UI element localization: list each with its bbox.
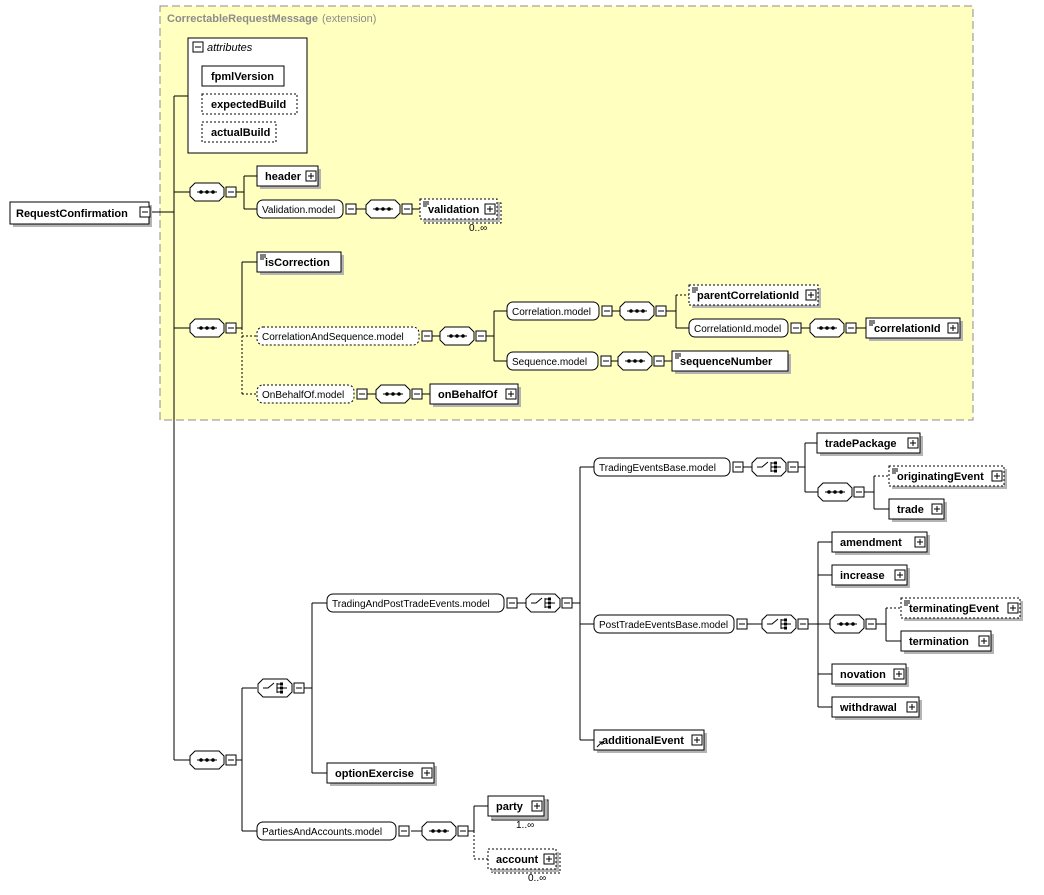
element-validation-label: validation bbox=[428, 204, 480, 216]
attr-fpmlVersion[interactable] bbox=[201, 65, 285, 87]
group-validation-model[interactable] bbox=[256, 199, 344, 219]
element-on-behalf-of-label: onBehalfOf bbox=[438, 389, 498, 401]
attr-expectedBuild-label: expectedBuild bbox=[211, 99, 286, 111]
element-sequence-number[interactable] bbox=[671, 350, 789, 372]
choice-trading-events[interactable] bbox=[751, 457, 787, 477]
element-additional-event[interactable] bbox=[593, 729, 705, 751]
group-parties-and-accounts-model[interactable] bbox=[256, 821, 397, 841]
group-post-trade-events-base-model-label: PostTradeEventsBase.model bbox=[599, 620, 728, 631]
root-element-label: RequestConfirmation bbox=[16, 208, 128, 220]
attr-fpmlVersion-label: fpmlVersion bbox=[211, 71, 274, 83]
element-validation[interactable] bbox=[419, 198, 498, 220]
element-party-occurrence: 1..∞ bbox=[516, 820, 534, 831]
element-novation[interactable] bbox=[831, 663, 907, 685]
group-correlation-id-model-label: CorrelationId.model bbox=[694, 324, 781, 335]
group-post-trade-events-base-model[interactable] bbox=[593, 614, 735, 634]
element-header-label: header bbox=[265, 171, 302, 183]
choice-post-trade-events[interactable] bbox=[761, 614, 797, 634]
group-trading-events-base-model-label: TradingEventsBase.model bbox=[599, 463, 716, 474]
attr-actualBuild[interactable] bbox=[201, 121, 277, 143]
element-on-behalf-of[interactable] bbox=[429, 383, 519, 405]
group-correlation-and-sequence-model-label: CorrelationAndSequence.model bbox=[262, 332, 404, 343]
element-terminating-event-label: terminatingEvent bbox=[909, 603, 999, 615]
element-parent-correlation-id-label: parentCorrelationId bbox=[697, 290, 799, 302]
element-withdrawal[interactable] bbox=[831, 696, 920, 718]
group-trading-and-post-trade-events-model-label: TradingAndPostTradeEvents.model bbox=[332, 599, 490, 610]
group-correlation-model[interactable] bbox=[506, 301, 600, 321]
group-correlation-id-model[interactable] bbox=[688, 318, 789, 338]
element-terminating-event[interactable] bbox=[900, 597, 1021, 619]
element-originating-event-label: originatingEvent bbox=[897, 471, 984, 483]
group-correlation-and-sequence-model[interactable] bbox=[256, 326, 420, 346]
element-account-occurrence: 0..∞ bbox=[528, 873, 546, 884]
group-on-behalf-of-model[interactable] bbox=[256, 384, 355, 404]
element-amendment[interactable] bbox=[831, 531, 928, 553]
element-increase[interactable] bbox=[831, 564, 908, 586]
element-termination[interactable] bbox=[900, 630, 992, 652]
element-is-correction-label: isCorrection bbox=[265, 257, 330, 269]
attr-expectedBuild[interactable] bbox=[201, 93, 298, 115]
element-increase-label: increase bbox=[840, 570, 885, 582]
element-header[interactable] bbox=[256, 165, 319, 187]
element-correlation-id[interactable] bbox=[865, 317, 961, 339]
element-option-exercise[interactable] bbox=[326, 762, 435, 784]
element-additional-event-reference-icon bbox=[596, 741, 603, 748]
element-additional-event-label: additionalEvent bbox=[602, 735, 684, 747]
element-amendment-label: amendment bbox=[840, 537, 902, 549]
element-trade-package[interactable] bbox=[816, 432, 921, 454]
element-novation-label: novation bbox=[840, 669, 886, 681]
element-is-correction[interactable] bbox=[256, 251, 342, 273]
element-withdrawal-label: withdrawal bbox=[839, 702, 897, 714]
element-correlation-id-label: correlationId bbox=[874, 323, 941, 335]
element-option-exercise-label: optionExercise bbox=[335, 768, 414, 780]
element-trade-label: trade bbox=[897, 504, 924, 516]
element-account[interactable] bbox=[487, 848, 557, 870]
group-on-behalf-of-model-label: OnBehalfOf.model bbox=[262, 390, 344, 401]
element-parent-correlation-id[interactable] bbox=[688, 284, 819, 306]
element-account-label: account bbox=[496, 854, 539, 866]
group-parties-and-accounts-model-label: PartiesAndAccounts.model bbox=[262, 827, 382, 838]
choice-events[interactable] bbox=[257, 678, 293, 698]
diagram-nodes: RequestConfirmation headerValidation.mode… bbox=[9, 165, 1023, 884]
group-trading-and-post-trade-events-model[interactable] bbox=[326, 593, 505, 613]
element-party-label: party bbox=[496, 801, 524, 813]
element-termination-label: termination bbox=[909, 636, 969, 648]
element-validation-occurrence: 0..∞ bbox=[469, 223, 487, 234]
extension-title: CorrectableRequestMessage(extension) bbox=[167, 13, 376, 25]
element-party[interactable] bbox=[487, 795, 545, 817]
group-validation-model-label: Validation.model bbox=[262, 205, 335, 216]
attributes-header: attributes bbox=[207, 42, 253, 54]
group-trading-events-base-model[interactable] bbox=[593, 457, 731, 477]
group-sequence-model[interactable] bbox=[506, 351, 599, 371]
group-correlation-model-label: Correlation.model bbox=[512, 307, 591, 318]
element-trade[interactable] bbox=[888, 498, 945, 520]
attr-actualBuild-label: actualBuild bbox=[211, 127, 270, 139]
element-trade-package-label: tradePackage bbox=[825, 438, 897, 450]
group-sequence-model-label: Sequence.model bbox=[512, 357, 587, 368]
element-originating-event[interactable] bbox=[888, 465, 1005, 487]
choice-trading-post-trade[interactable] bbox=[525, 593, 561, 613]
element-sequence-number-label: sequenceNumber bbox=[680, 356, 773, 368]
